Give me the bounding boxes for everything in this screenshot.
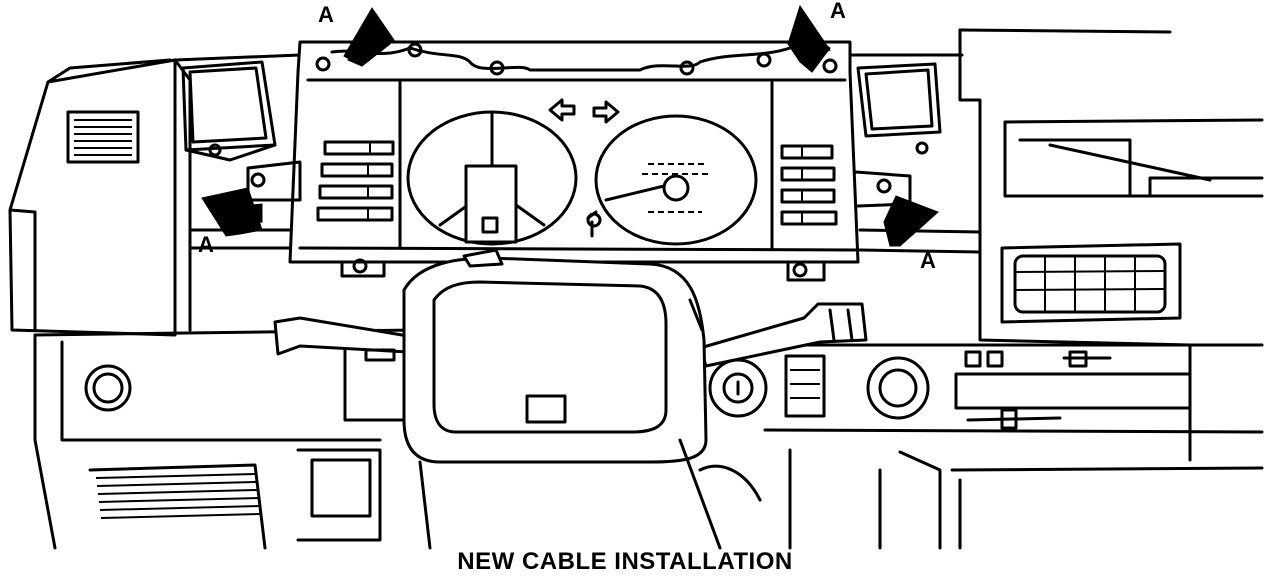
lower-right-panel: [788, 448, 1264, 550]
combination-switch-left: [273, 316, 410, 362]
upper-dash-panel: [173, 28, 1192, 347]
left-dash-knob: [84, 364, 132, 412]
right-warning-lamps: [780, 144, 838, 226]
center-controls: [784, 350, 1192, 430]
left-warning-lamps: [316, 140, 395, 222]
callout-arrow-mid-left: [201, 187, 263, 237]
callout-label-top-right: A: [830, 0, 846, 23]
left-lower-vent: [88, 463, 267, 550]
callout-label-top-left: A: [318, 2, 334, 27]
left-side-bracket: [181, 60, 277, 162]
figure-caption: NEW CABLE INSTALLATION: [457, 548, 793, 575]
cluster-mount-tabs: [246, 160, 912, 282]
left-dash-end: [8, 58, 192, 337]
steering-column-shroud: [402, 248, 762, 550]
callout-arrow-top-right: [787, 4, 831, 73]
callout-arrow-top-left: [343, 7, 395, 67]
combination-gauge: [586, 114, 758, 246]
ignition-switch: [708, 358, 768, 418]
combination-switch-right: [698, 302, 868, 368]
lower-dash-panel: [33, 328, 1264, 550]
callout-label-mid-right: A: [920, 248, 936, 273]
left-vent-grille: [66, 110, 140, 164]
right-upper-console: [1003, 118, 1264, 198]
instrument-cluster-bezel: [288, 40, 860, 264]
turn-signal-arrows: [548, 98, 620, 124]
lower-left-panel-box: [296, 343, 412, 542]
right-side-bracket: [856, 62, 942, 138]
callout-arrow-mid-right: [883, 195, 939, 247]
callout-label-mid-left: A: [198, 232, 214, 257]
cluster-mount-screws: [208, 42, 929, 278]
speedometer-gauge: [406, 110, 578, 246]
right-vent-grille: [1000, 242, 1182, 324]
